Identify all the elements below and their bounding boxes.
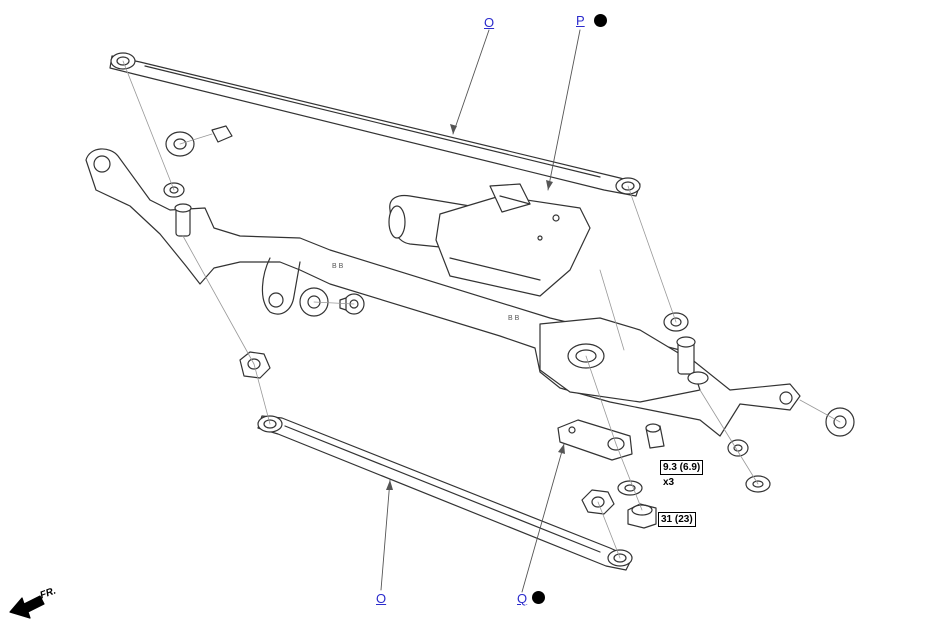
callout-o-top[interactable]: O	[484, 15, 495, 30]
front-arrow-icon	[9, 595, 45, 619]
callout-q-bottom[interactable]: Q	[517, 591, 528, 606]
nut-torque-spec: 31 (23)	[658, 512, 696, 527]
assembly-guide-lines	[122, 60, 841, 559]
motor-bolt	[645, 423, 665, 449]
bolt-quantity: x3	[663, 477, 675, 488]
crank-nut	[627, 503, 657, 529]
callout-p-top[interactable]: P	[576, 13, 585, 28]
left-pivot-nut	[239, 351, 271, 379]
crank-washer	[617, 480, 643, 496]
wiper-motor	[388, 183, 591, 297]
lower-link-rod	[257, 415, 633, 571]
callout-arrowheads	[386, 124, 565, 490]
filled-circle-icon	[532, 591, 545, 604]
right-bushing-set	[727, 439, 771, 493]
crank-arm	[557, 419, 633, 461]
upper-link-rod	[109, 52, 641, 197]
callout-leaders	[380, 29, 581, 593]
bolt-torque-spec: 9.3 (6.9)	[660, 460, 704, 475]
svg-text:B B: B B	[508, 315, 520, 322]
left-grommet	[163, 125, 233, 198]
linkage-frame: B B B B	[85, 148, 801, 437]
callout-o-bottom[interactable]: O	[376, 591, 387, 606]
filled-circle-icon	[594, 14, 607, 27]
bracket-grommet	[299, 287, 365, 317]
svg-text:B B: B B	[332, 263, 344, 270]
